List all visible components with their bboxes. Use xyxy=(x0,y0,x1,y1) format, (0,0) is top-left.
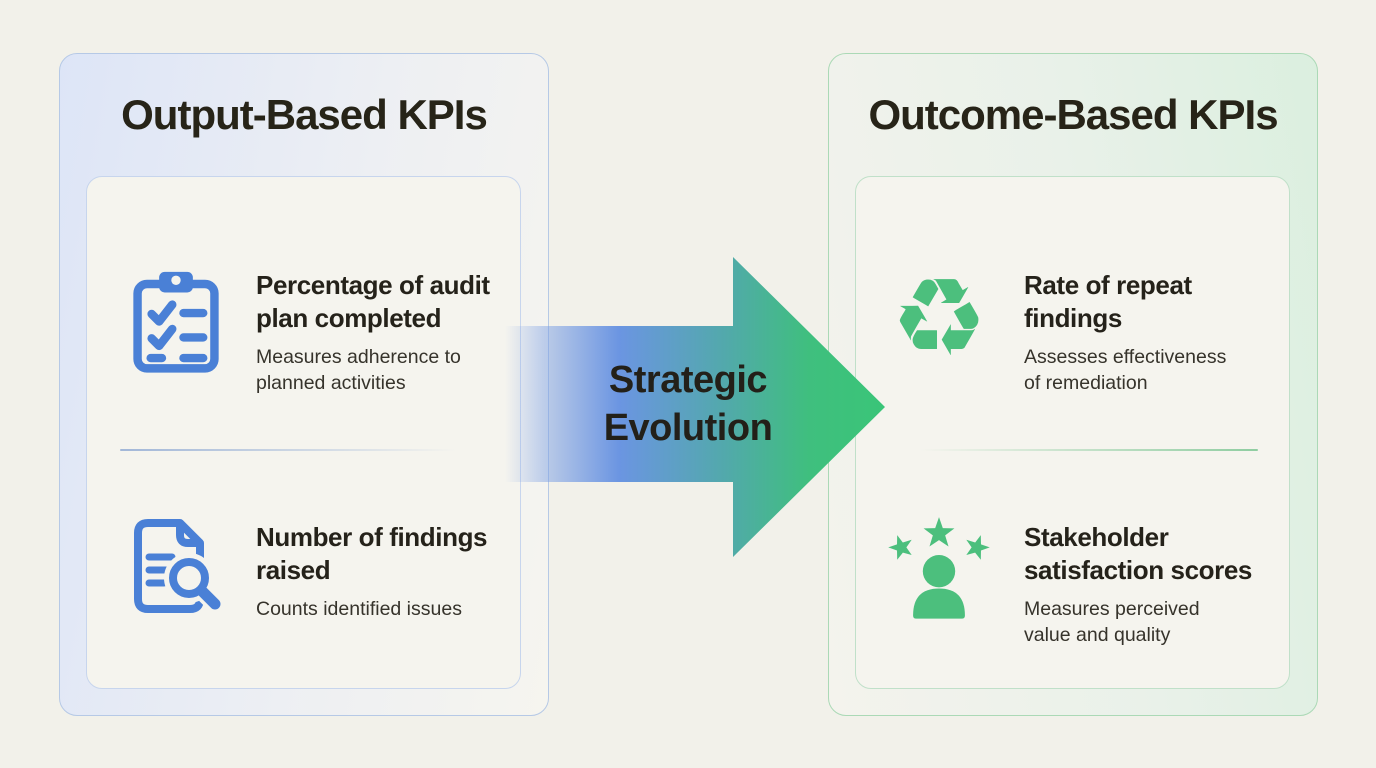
kpi-item-description: Counts identified issues xyxy=(256,598,462,620)
kpi-item-title: Percentage of audit plan completed xyxy=(256,270,490,333)
kpi-item-description: Assesses effectiveness of remediation xyxy=(1024,346,1227,394)
outcome-panel-title: Outcome-Based KPIs xyxy=(868,91,1278,138)
clipboard-checklist-icon xyxy=(126,269,226,374)
recycle-icon: ♻ xyxy=(890,256,988,381)
outcome-kpis-card: ♻ Rate of repeat findings Assesses effec… xyxy=(855,176,1290,689)
person-stars-icon xyxy=(884,515,994,623)
strategic-evolution-arrow: Strategic Evolution xyxy=(505,257,885,557)
output-kpis-panel: Output-Based KPIs xyxy=(59,53,549,716)
output-kpis-card: Percentage of audit plan completed Measu… xyxy=(86,176,521,689)
outcome-kpis-panel: Outcome-Based KPIs ♻ Rate of repeat find… xyxy=(828,53,1318,716)
divider xyxy=(120,449,456,451)
kpi-item-description: Measures adherence to planned activities xyxy=(256,346,461,394)
kpi-item-stakeholder-satisfaction: Stakeholder satisfaction scores Measures… xyxy=(884,513,1275,648)
kpi-item-repeat-findings: ♻ Rate of repeat findings Assesses effec… xyxy=(884,256,1275,396)
kpi-item-title: Number of findings raised xyxy=(256,522,488,585)
kpi-item-description: Measures perceived value and quality xyxy=(1024,598,1200,646)
output-panel-title: Output-Based KPIs xyxy=(121,91,488,138)
kpi-item-title: Stakeholder satisfaction scores xyxy=(1024,522,1252,585)
kpi-item-findings-raised: Number of findings raised Counts identif… xyxy=(126,513,506,622)
arrow-label: Strategic Evolution xyxy=(603,359,773,449)
document-search-icon xyxy=(126,515,226,617)
kpi-item-audit-plan: Percentage of audit plan completed Measu… xyxy=(126,267,506,396)
divider xyxy=(920,449,1258,451)
kpi-item-title: Rate of repeat findings xyxy=(1024,270,1192,333)
